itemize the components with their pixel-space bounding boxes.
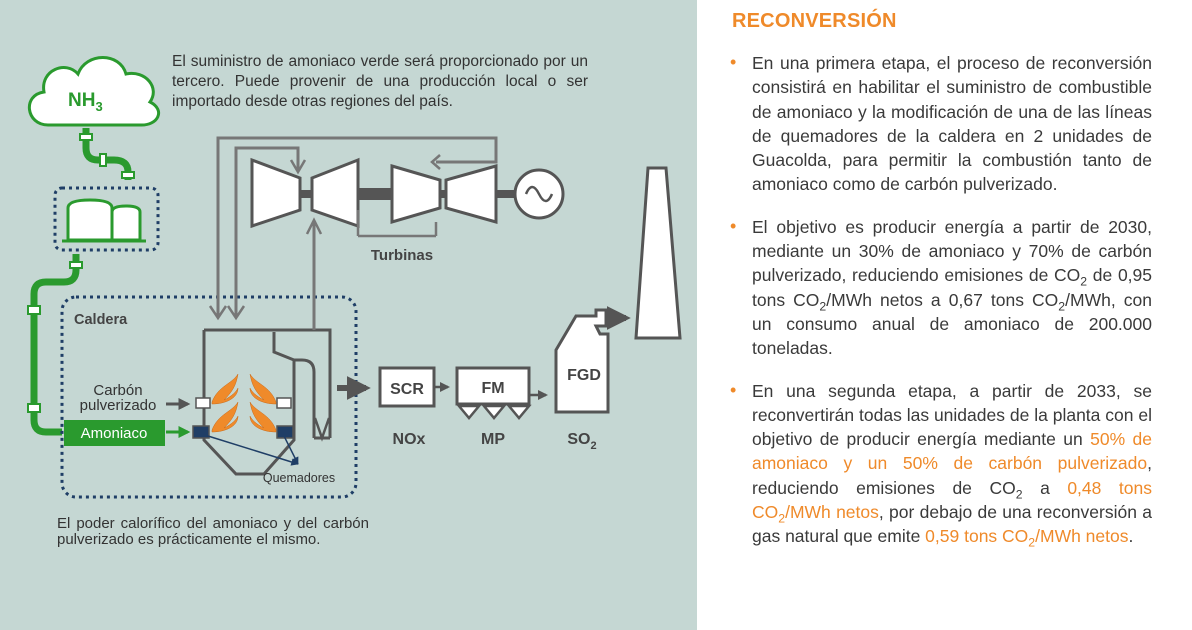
diagram-panel: NH3 Caldera Carbón pulverizado Amoniaco	[0, 0, 697, 630]
chimney-icon	[634, 166, 682, 340]
bullet-list: • En una primera etapa, el proceso de rec…	[722, 51, 1152, 549]
bullet-dot-icon: •	[730, 215, 737, 236]
bullet-text: , por debajo de una reconversión a gas n…	[752, 502, 1152, 547]
nh3-label: NH3	[68, 90, 103, 114]
fm-label: FM	[481, 380, 504, 397]
amoniaco-label: Amoniaco	[81, 425, 148, 442]
bullet-text: /MWh, con un consumo anual de amoniaco d…	[752, 289, 1152, 359]
subscript: 2	[1080, 274, 1088, 289]
bullet-text: En una segunda etapa, a partir de 2033, …	[752, 380, 1152, 450]
fm-hoppers	[456, 404, 532, 420]
scr-label: SCR	[390, 381, 424, 398]
fgd-unit	[554, 308, 610, 414]
bullet-text: En una primera etapa, el proceso de reco…	[752, 53, 1152, 195]
boiler	[202, 328, 332, 476]
steam-lines	[216, 136, 498, 330]
boiler-flow-arrow	[313, 417, 331, 442]
subscript: 2	[1028, 535, 1036, 550]
section-title: RECONVERSIÓN	[732, 10, 897, 32]
subscript: 2	[778, 511, 786, 526]
so2-label: SO2	[567, 431, 596, 452]
storage-tank-icon	[62, 198, 146, 243]
storage-box	[53, 186, 160, 252]
fgd-label: FGD	[567, 367, 601, 384]
highlighted-text: 0,48 tons CO	[752, 477, 1152, 523]
turbinas-label: Turbinas	[371, 247, 433, 264]
highlighted-text: 50% de amoniaco y un 50% de carbón pulve…	[752, 429, 1152, 474]
text-panel: RECONVERSIÓN • En una primera etapa, el p…	[722, 8, 1152, 567]
process-diagram: NH3 Caldera Carbón pulverizado Amoniaco	[27, 56, 682, 499]
calorific-note: El poder calorífico del amoniaco y del c…	[57, 515, 369, 548]
bullet-text: a	[1022, 477, 1068, 498]
mp-label: MP	[481, 431, 505, 448]
bullet-item: • En una segunda etapa, a partir de 2033,…	[722, 379, 1152, 549]
highlighted-text: /MWh netos	[785, 502, 879, 523]
highlighted-text: 0,59 tons CO	[925, 526, 1029, 547]
subscript: 2	[819, 299, 827, 314]
highlighted-text: /MWh netos	[1035, 526, 1129, 547]
bullet-dot-icon: •	[730, 379, 737, 400]
scr-unit	[378, 366, 436, 408]
subscript: 2	[1058, 299, 1066, 314]
caldera-label: Caldera	[74, 312, 128, 328]
bullet-text: /MWh netos a 0,67 tons CO	[826, 289, 1059, 310]
burner-ports	[192, 397, 294, 439]
bullet-text: de 0,95 tons CO	[752, 265, 1152, 310]
turbine-icon	[250, 157, 498, 229]
bullet-text: .	[1128, 526, 1134, 547]
fm-unit	[455, 366, 531, 406]
ammonia-feed-pipe	[30, 254, 80, 436]
bullet-item: • El objetivo es producir energía a parti…	[722, 215, 1152, 361]
carbon-label-line2: pulverizado	[80, 397, 157, 414]
nh3-cloud-icon	[27, 56, 161, 127]
carbon-label-line1: Carbón	[93, 382, 142, 399]
nox-label: NOx	[393, 431, 426, 448]
amoniaco-box	[64, 420, 165, 446]
bullet-item: • En una primera etapa, el proceso de rec…	[722, 51, 1152, 197]
subscript: 2	[1015, 487, 1023, 502]
supply-note: El suministro de amoniaco verde será pro…	[172, 53, 588, 110]
bullet-text: , reduciendo emisiones de CO	[752, 453, 1152, 498]
quemadores-pointers	[207, 435, 299, 466]
bullet-text: El objetivo es producir energía a partir…	[752, 216, 1152, 286]
quemadores-label: Quemadores	[263, 471, 335, 485]
flame-icon	[211, 373, 277, 433]
bullet-dot-icon: •	[730, 52, 737, 72]
